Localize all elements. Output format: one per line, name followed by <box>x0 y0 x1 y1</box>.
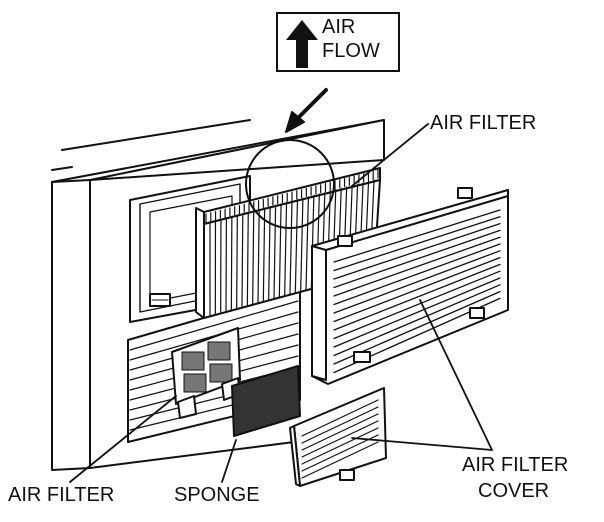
air-filter-label-top: AIR FILTER <box>430 112 536 135</box>
up-arrow-icon <box>284 18 320 70</box>
sponge <box>232 366 300 436</box>
air-filter-cover-label-line2: COVER <box>478 480 549 503</box>
air-flow-label-line2: FLOW <box>322 40 380 63</box>
sponge-label: SPONGE <box>174 484 260 507</box>
air-filter-label-bottom: AIR FILTER <box>8 484 114 507</box>
small-air-filter <box>172 328 240 418</box>
air-filter-cover-label-line1: AIR FILTER <box>462 454 568 477</box>
air-filter-cover-small <box>290 388 386 486</box>
air-flow-label-line1: AIR <box>322 16 355 39</box>
